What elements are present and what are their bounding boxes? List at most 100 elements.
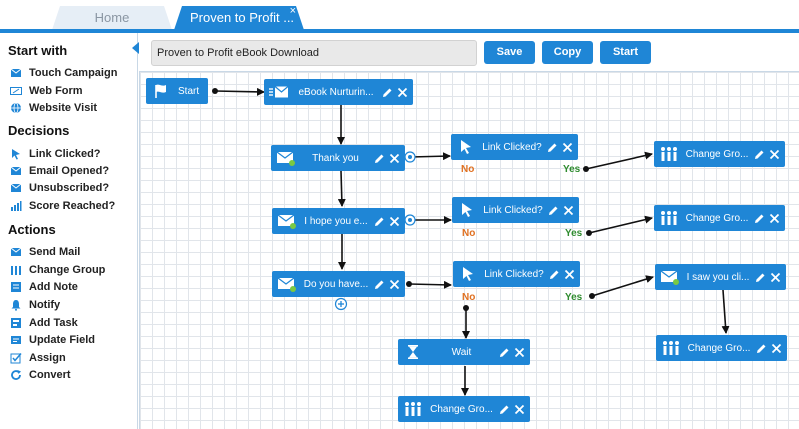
send-mail-icon bbox=[10, 246, 22, 258]
close-icon[interactable] bbox=[562, 142, 573, 153]
sidebar-item-add-note[interactable]: Add Note bbox=[10, 279, 78, 295]
sidebar-label: Notify bbox=[29, 299, 61, 311]
close-icon[interactable] bbox=[514, 404, 525, 415]
campaign-mail-icon bbox=[268, 79, 290, 105]
link-clicked-node-2[interactable]: Link Clicked? bbox=[452, 197, 579, 223]
close-icon[interactable] bbox=[563, 205, 574, 216]
tab-campaign[interactable]: Proven to Profit ... × bbox=[174, 6, 304, 30]
tab-home[interactable]: Home bbox=[52, 6, 172, 30]
close-icon[interactable] bbox=[771, 343, 782, 354]
section-decisions: Decisions bbox=[8, 123, 70, 138]
change-group-node-1[interactable]: Change Gro... bbox=[654, 141, 785, 167]
email-node-saw-you-clicked[interactable]: I saw you cli... bbox=[655, 264, 786, 290]
email-opened-icon bbox=[10, 165, 22, 177]
email-node-do-you-have[interactable]: Do you have... bbox=[272, 271, 405, 297]
edit-icon[interactable] bbox=[499, 404, 510, 415]
tab-bar: Home Proven to Profit ... × bbox=[0, 0, 799, 33]
collapse-sidebar-arrow-icon[interactable] bbox=[132, 42, 139, 54]
assign-icon bbox=[10, 352, 22, 364]
sidebar-item-notify[interactable]: Notify bbox=[10, 297, 60, 313]
branch-yes-label: Yes bbox=[565, 228, 583, 239]
sidebar-item-convert[interactable]: Convert bbox=[10, 367, 71, 383]
wait-node[interactable]: Wait bbox=[398, 339, 530, 365]
close-icon[interactable] bbox=[770, 272, 781, 283]
tab-close-icon[interactable]: × bbox=[289, 5, 296, 17]
node-label: Change Gro... bbox=[685, 212, 749, 224]
sidebar-item-touch-campaign[interactable]: Touch Campaign bbox=[10, 65, 117, 81]
edit-icon[interactable] bbox=[374, 279, 385, 290]
close-icon[interactable] bbox=[397, 87, 408, 98]
sidebar-item-assign[interactable]: Assign bbox=[10, 350, 66, 366]
edit-icon[interactable] bbox=[547, 142, 558, 153]
email-node-hope-you[interactable]: I hope you e... bbox=[272, 208, 405, 234]
sidebar-item-send-mail[interactable]: Send Mail bbox=[10, 244, 80, 260]
campaign-name-input[interactable] bbox=[151, 40, 477, 66]
refresh-icon bbox=[10, 369, 22, 381]
node-label: Change Gro... bbox=[687, 342, 751, 354]
change-group-node-2[interactable]: Change Gro... bbox=[654, 205, 785, 231]
start-button[interactable]: Start bbox=[600, 41, 651, 64]
node-label: Link Clicked? bbox=[484, 268, 544, 280]
sidebar-item-update-field[interactable]: Update Field bbox=[10, 332, 95, 348]
edit-icon[interactable] bbox=[499, 347, 510, 358]
update-field-icon bbox=[10, 334, 22, 346]
change-group-node-3[interactable]: Change Gro... bbox=[656, 335, 787, 361]
edit-icon[interactable] bbox=[374, 153, 385, 164]
email-node-thank-you[interactable]: Thank you bbox=[271, 145, 405, 171]
unsubscribed-icon bbox=[10, 182, 22, 194]
sidebar-label: Add Note bbox=[29, 281, 78, 293]
change-group-node-4[interactable]: Change Gro... bbox=[398, 396, 530, 422]
sidebar-item-web-form[interactable]: Web Form bbox=[10, 83, 83, 99]
node-label: I hope you e... bbox=[304, 215, 368, 227]
sidebar-label: Unsubscribed? bbox=[29, 182, 110, 194]
group-icon bbox=[660, 335, 682, 361]
sidebar-item-unsubscribed[interactable]: Unsubscribed? bbox=[10, 180, 109, 196]
start-node[interactable]: Start bbox=[146, 78, 208, 104]
workflow-canvas[interactable] bbox=[139, 71, 799, 429]
node-label: eBook Nurturin... bbox=[298, 86, 374, 98]
cursor-icon bbox=[455, 134, 477, 160]
cursor-icon bbox=[456, 197, 478, 223]
ebook-nurturing-node[interactable]: eBook Nurturin... bbox=[264, 79, 413, 105]
close-icon[interactable] bbox=[514, 347, 525, 358]
node-label: Link Clicked? bbox=[483, 204, 543, 216]
node-label: Wait bbox=[451, 346, 472, 358]
save-button[interactable]: Save bbox=[484, 41, 535, 64]
close-icon[interactable] bbox=[389, 216, 400, 227]
flag-icon bbox=[150, 78, 172, 104]
edit-icon[interactable] bbox=[548, 205, 559, 216]
sidebar-item-score-reached[interactable]: Score Reached? bbox=[10, 198, 115, 214]
sidebar-item-website-visit[interactable]: Website Visit bbox=[10, 100, 97, 116]
tab-home-label: Home bbox=[94, 10, 130, 25]
edit-icon[interactable] bbox=[755, 272, 766, 283]
edit-icon[interactable] bbox=[382, 87, 393, 98]
link-clicked-node-1[interactable]: Link Clicked? bbox=[451, 134, 578, 160]
cursor-icon bbox=[10, 148, 22, 160]
copy-button[interactable]: Copy bbox=[542, 41, 593, 64]
bar-chart-icon bbox=[10, 200, 22, 212]
close-icon[interactable] bbox=[769, 213, 780, 224]
link-clicked-node-3[interactable]: Link Clicked? bbox=[453, 261, 580, 287]
sidebar-item-add-task[interactable]: Add Task bbox=[10, 315, 78, 331]
edit-icon[interactable] bbox=[549, 269, 560, 280]
close-icon[interactable] bbox=[389, 279, 400, 290]
group-icon bbox=[402, 396, 424, 422]
edit-icon[interactable] bbox=[756, 343, 767, 354]
group-icon bbox=[10, 264, 22, 276]
node-label: Thank you bbox=[312, 152, 359, 164]
close-icon[interactable] bbox=[769, 149, 780, 160]
sidebar-label: Update Field bbox=[29, 334, 96, 346]
close-icon[interactable] bbox=[389, 153, 400, 164]
email-icon bbox=[276, 271, 298, 297]
edit-icon[interactable] bbox=[754, 149, 765, 160]
sidebar-item-email-opened[interactable]: Email Opened? bbox=[10, 163, 109, 179]
section-start-with: Start with bbox=[8, 43, 68, 58]
edit-icon[interactable] bbox=[374, 216, 385, 227]
node-label: Change Gro... bbox=[685, 148, 749, 160]
sidebar-item-change-group[interactable]: Change Group bbox=[10, 262, 105, 278]
sidebar-item-link-clicked[interactable]: Link Clicked? bbox=[10, 146, 101, 162]
edit-icon[interactable] bbox=[754, 213, 765, 224]
branch-no-label: No bbox=[461, 164, 475, 175]
close-icon[interactable] bbox=[564, 269, 575, 280]
node-label: I saw you cli... bbox=[686, 271, 750, 283]
